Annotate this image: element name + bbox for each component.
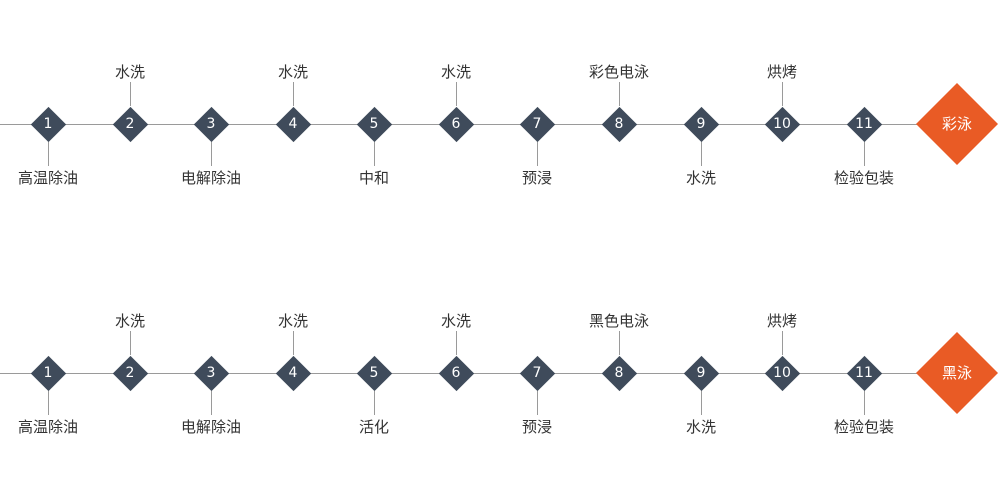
step-connector bbox=[292, 331, 294, 355]
step-number: 8 bbox=[614, 116, 624, 132]
step-number: 9 bbox=[696, 116, 706, 132]
step-number: 1 bbox=[43, 116, 53, 132]
end-node-label: 黑泳 bbox=[941, 364, 972, 382]
step-label: 彩色电泳 bbox=[588, 63, 649, 81]
step-connector bbox=[210, 391, 212, 415]
step-label: 预浸 bbox=[521, 169, 552, 187]
step-connector bbox=[618, 331, 620, 355]
step-label: 水洗 bbox=[440, 63, 471, 81]
step-connector bbox=[47, 142, 49, 166]
step-label: 黑色电泳 bbox=[588, 312, 649, 330]
step-label: 电解除油 bbox=[180, 169, 241, 187]
step-connector bbox=[700, 142, 702, 166]
step-number: 10 bbox=[773, 365, 791, 381]
step-connector bbox=[700, 391, 702, 415]
step-connector bbox=[373, 391, 375, 415]
step-label: 高温除油 bbox=[17, 169, 78, 187]
step-connector bbox=[781, 82, 783, 106]
step-label: 水洗 bbox=[685, 418, 716, 436]
step-number: 6 bbox=[451, 116, 461, 132]
step-label: 水洗 bbox=[114, 63, 145, 81]
step-label: 烘烤 bbox=[766, 63, 797, 81]
step-label: 检验包装 bbox=[833, 169, 894, 187]
step-connector bbox=[455, 331, 457, 355]
step-number: 6 bbox=[451, 365, 461, 381]
step-connector bbox=[863, 142, 865, 166]
step-connector bbox=[47, 391, 49, 415]
step-number: 4 bbox=[288, 116, 298, 132]
step-connector bbox=[210, 142, 212, 166]
step-connector bbox=[781, 331, 783, 355]
process-row-color: 1 高温除油 2 水洗 3 电解除油 4 水洗 5 中和 6 水洗 7 预浸 bbox=[0, 0, 1000, 240]
step-label: 检验包装 bbox=[833, 418, 894, 436]
step-number: 3 bbox=[206, 365, 216, 381]
end-node-label: 彩泳 bbox=[941, 115, 972, 133]
step-label: 电解除油 bbox=[180, 418, 241, 436]
step-number: 3 bbox=[206, 116, 216, 132]
step-number: 9 bbox=[696, 365, 706, 381]
step-label: 预浸 bbox=[521, 418, 552, 436]
step-label: 中和 bbox=[358, 169, 389, 187]
step-label: 水洗 bbox=[114, 312, 145, 330]
step-number: 5 bbox=[369, 116, 379, 132]
step-label: 高温除油 bbox=[17, 418, 78, 436]
step-number: 11 bbox=[855, 116, 873, 132]
step-number: 11 bbox=[855, 365, 873, 381]
step-label: 活化 bbox=[358, 418, 389, 436]
step-connector bbox=[292, 82, 294, 106]
step-connector bbox=[618, 82, 620, 106]
step-label: 水洗 bbox=[277, 312, 308, 330]
step-label: 水洗 bbox=[277, 63, 308, 81]
step-number: 7 bbox=[532, 116, 542, 132]
step-number: 2 bbox=[125, 116, 135, 132]
step-connector bbox=[129, 82, 131, 106]
step-connector bbox=[536, 142, 538, 166]
step-number: 2 bbox=[125, 365, 135, 381]
step-label: 水洗 bbox=[685, 169, 716, 187]
step-connector bbox=[863, 391, 865, 415]
step-connector bbox=[373, 142, 375, 166]
step-label: 水洗 bbox=[440, 312, 471, 330]
step-label: 烘烤 bbox=[766, 312, 797, 330]
step-number: 5 bbox=[369, 365, 379, 381]
step-number: 10 bbox=[773, 116, 791, 132]
step-connector bbox=[129, 331, 131, 355]
step-number: 1 bbox=[43, 365, 53, 381]
step-number: 7 bbox=[532, 365, 542, 381]
step-connector bbox=[455, 82, 457, 106]
step-number: 4 bbox=[288, 365, 298, 381]
step-connector bbox=[536, 391, 538, 415]
step-number: 8 bbox=[614, 365, 624, 381]
process-row-black: 1 高温除油 2 水洗 3 电解除油 4 水洗 5 活化 6 水洗 7 预浸 bbox=[0, 249, 1000, 489]
